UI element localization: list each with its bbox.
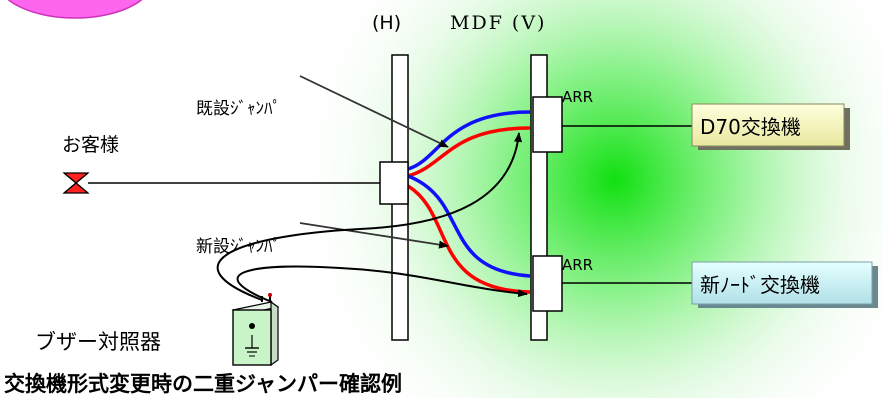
buzzer-device-icon bbox=[231, 293, 280, 367]
existing-jumper-red bbox=[407, 126, 531, 178]
new-jumper-red bbox=[407, 184, 531, 294]
existing-jumper-blue bbox=[407, 110, 531, 171]
probe-wire-to-new bbox=[236, 265, 528, 303]
new-jumper-pointer bbox=[299, 222, 449, 249]
customer-icon bbox=[62, 172, 90, 194]
arr-block-top bbox=[532, 96, 563, 153]
h-terminal-block bbox=[379, 161, 409, 205]
d70-switch-label: D70交換機 bbox=[700, 114, 801, 139]
new-node-switch-box bbox=[691, 261, 878, 308]
existing-jumper-label: 既設ｼﾞｬﾝﾊﾟ bbox=[196, 99, 281, 119]
new-node-switch-label: 新ﾉｰﾄﾞ交換機 bbox=[700, 272, 820, 297]
arr-top-label: ARR bbox=[562, 88, 594, 106]
arr-block-bottom bbox=[532, 255, 563, 312]
pink-circle-decoration bbox=[7, 0, 143, 19]
mdf-v-label: MDF (V) bbox=[450, 12, 547, 34]
new-jumper-blue bbox=[407, 174, 531, 278]
new-jumper-label: 新設ｼﾞｬﾝﾊﾟ bbox=[196, 237, 281, 257]
diagram-caption: 交換機形式変更時の二重ジャンパー確認例 bbox=[4, 371, 402, 396]
arr-bottom-label: ARR bbox=[562, 256, 594, 274]
d70-switch-box bbox=[691, 103, 850, 150]
customer-label: お客様 bbox=[62, 134, 120, 156]
buzzer-label: ブザー対照器 bbox=[35, 330, 161, 354]
probe-wire-to-existing bbox=[216, 132, 523, 301]
existing-jumper-pointer bbox=[299, 75, 449, 148]
h-frame-label: (H) bbox=[372, 12, 402, 34]
